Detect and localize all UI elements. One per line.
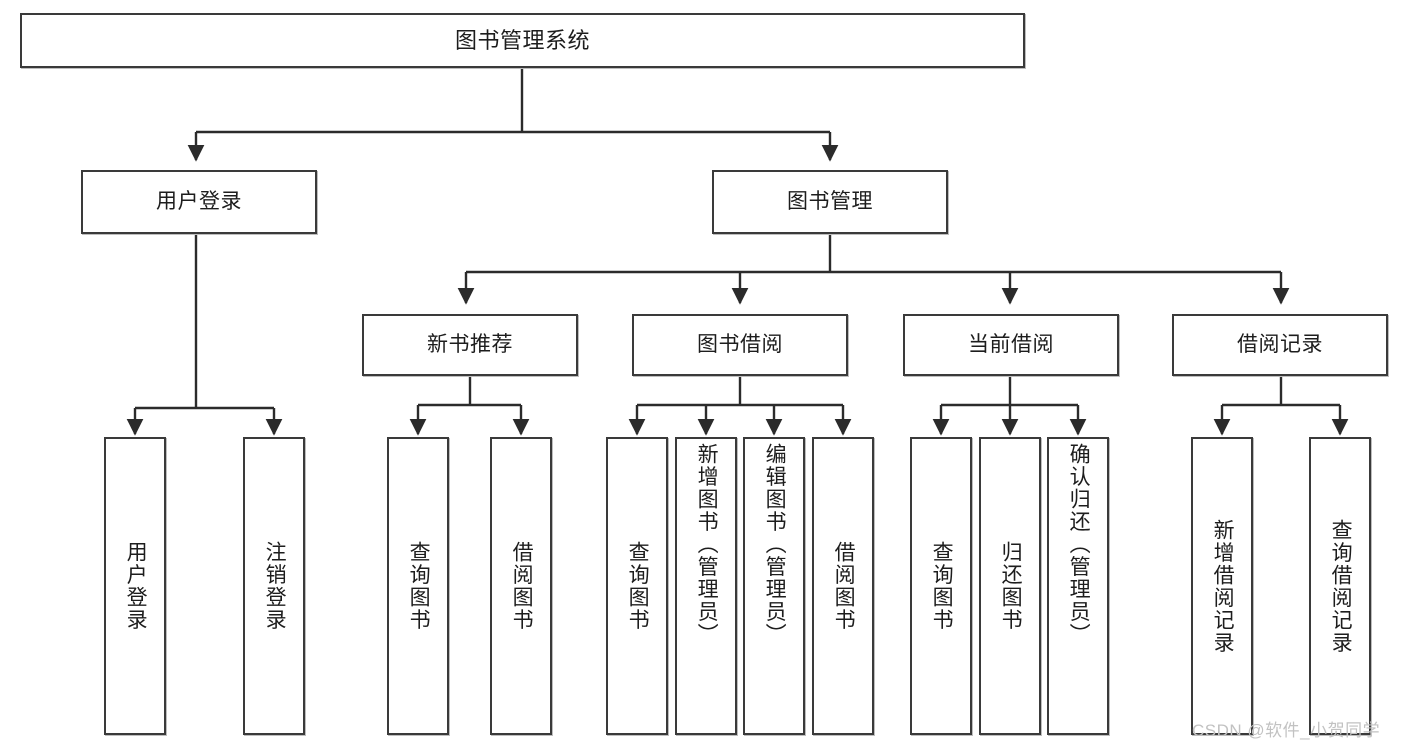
node-label: 当前借阅: [968, 332, 1054, 356]
node-label: 新书推荐: [427, 332, 513, 356]
node-label: 确认归还（管理员）: [1067, 443, 1091, 646]
node-book-management[interactable]: 图书管理: [712, 170, 948, 234]
node-label: 图书管理: [787, 189, 873, 213]
leaf-logout-login[interactable]: 注销登录: [243, 437, 305, 735]
leaf-user-login[interactable]: 用户登录: [104, 437, 166, 735]
leaf-edit-book-admin[interactable]: 编辑图书（管理员）: [743, 437, 805, 735]
node-new-book-recommendation[interactable]: 新书推荐: [362, 314, 578, 376]
node-label: 新增借阅记录: [1211, 518, 1235, 654]
node-label: 新增图书（管理员）: [695, 443, 719, 646]
leaf-add-borrowing-record[interactable]: 新增借阅记录: [1191, 437, 1253, 735]
node-label: 查询图书: [626, 541, 650, 631]
node-borrowing-record[interactable]: 借阅记录: [1172, 314, 1388, 376]
node-label: 查询图书: [407, 541, 431, 631]
node-label: 查询图书: [930, 541, 954, 631]
node-label: 图书管理系统: [454, 27, 590, 53]
node-current-borrowing[interactable]: 当前借阅: [903, 314, 1119, 376]
csdn-watermark: CSDN @软件_小贺同学: [1192, 721, 1381, 740]
leaf-query-book-current[interactable]: 查询图书: [910, 437, 972, 735]
node-label: 用户登录: [156, 189, 242, 213]
node-user-login[interactable]: 用户登录: [81, 170, 317, 234]
node-label: 借阅图书: [832, 541, 856, 631]
node-label: 编辑图书（管理员）: [763, 443, 787, 646]
node-label: 归还图书: [999, 541, 1023, 631]
leaf-query-borrowing-record[interactable]: 查询借阅记录: [1309, 437, 1371, 735]
node-label: 借阅图书: [510, 541, 534, 631]
node-root-book-management-system[interactable]: 图书管理系统: [20, 13, 1025, 68]
node-book-borrowing[interactable]: 图书借阅: [632, 314, 848, 376]
node-label: 用户登录: [124, 541, 148, 631]
node-label: 借阅记录: [1237, 332, 1323, 356]
leaf-query-book-borrowing[interactable]: 查询图书: [606, 437, 668, 735]
leaf-borrow-book-borrowing[interactable]: 借阅图书: [812, 437, 874, 735]
node-label: 图书借阅: [697, 332, 783, 356]
leaf-return-book[interactable]: 归还图书: [979, 437, 1041, 735]
leaf-query-book-recommendation[interactable]: 查询图书: [387, 437, 449, 735]
leaf-confirm-return-admin[interactable]: 确认归还（管理员）: [1047, 437, 1109, 735]
node-label: 查询借阅记录: [1329, 518, 1353, 654]
node-label: 注销登录: [263, 541, 287, 631]
leaf-add-book-admin[interactable]: 新增图书（管理员）: [675, 437, 737, 735]
leaf-borrow-book-recommendation[interactable]: 借阅图书: [490, 437, 552, 735]
